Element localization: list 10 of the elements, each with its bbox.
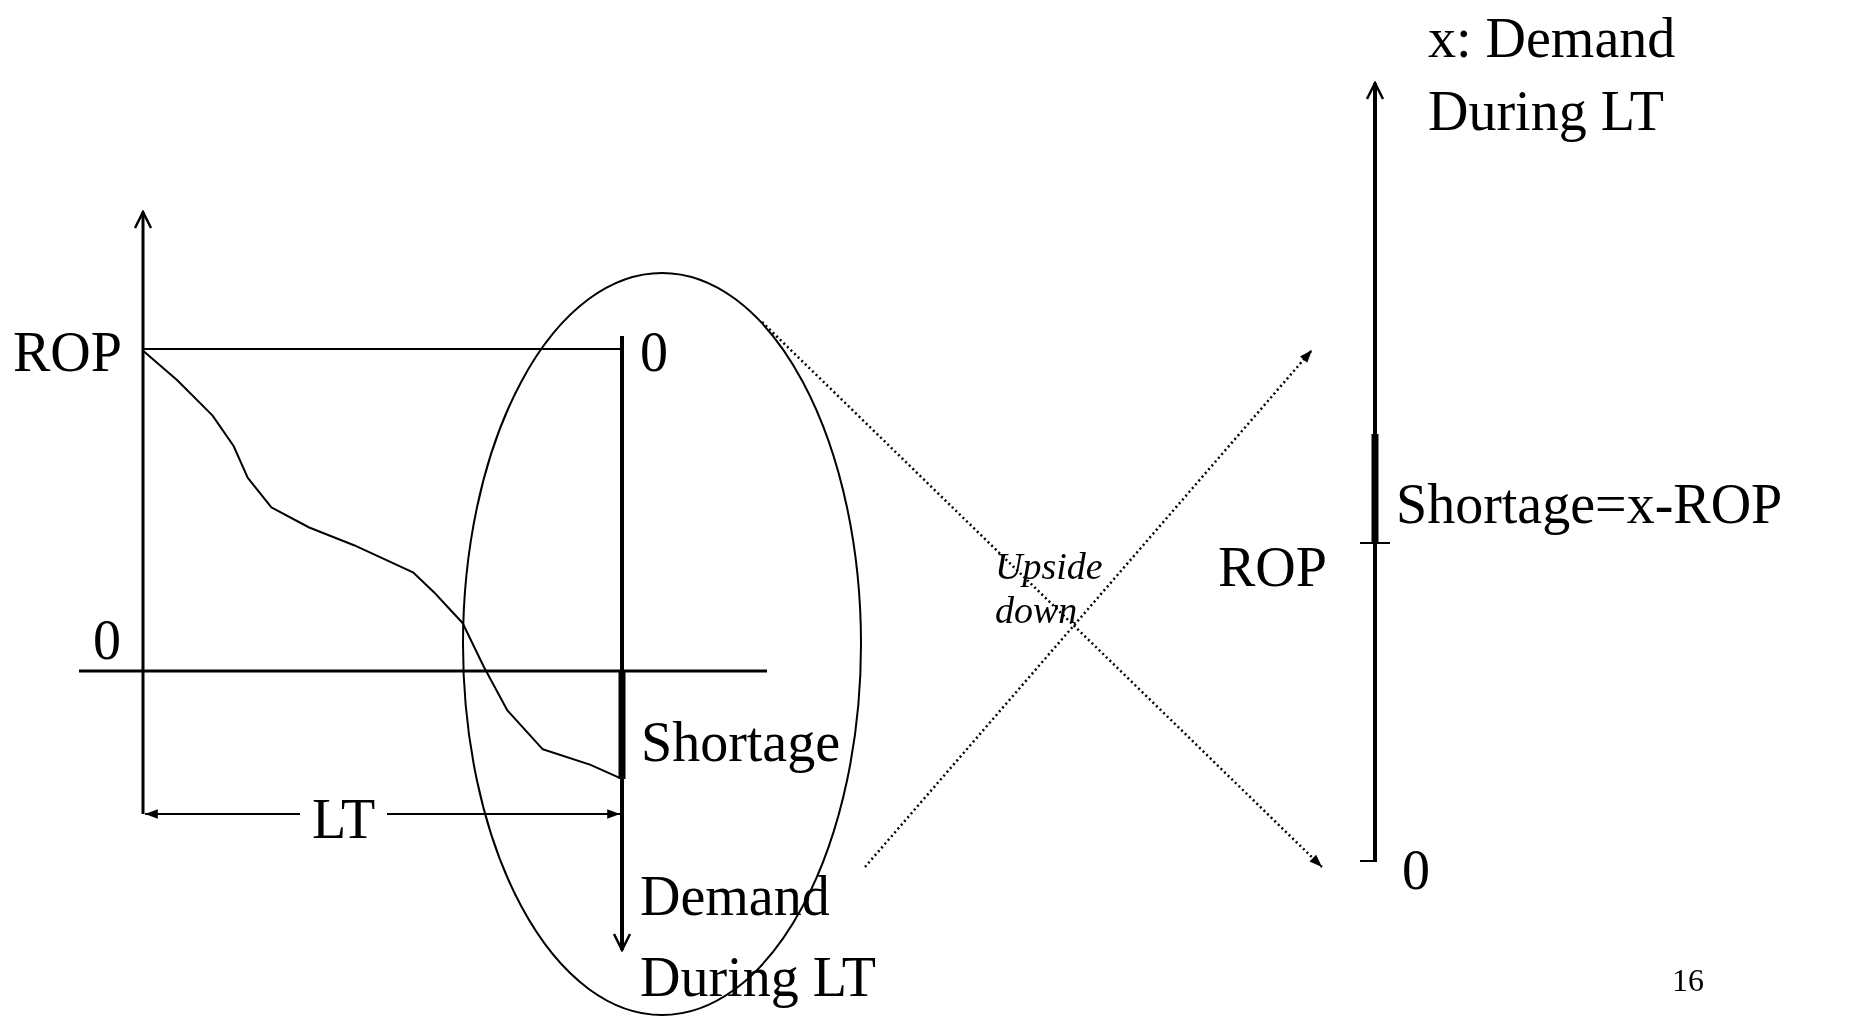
axis-label: ROP	[13, 320, 122, 385]
axis-label: ROP	[1218, 535, 1327, 600]
axis-title: x: Demand During LT	[1428, 6, 1677, 144]
axis-label: 0	[93, 608, 121, 673]
axis-label: Shortage	[641, 710, 841, 775]
page-number: 16	[1672, 962, 1704, 999]
axis-label: Shortage=x-ROP	[1396, 472, 1783, 537]
annotation: Upside down	[995, 545, 1104, 633]
axis-label: 0	[1402, 838, 1430, 903]
axis-label: 0	[640, 320, 668, 385]
